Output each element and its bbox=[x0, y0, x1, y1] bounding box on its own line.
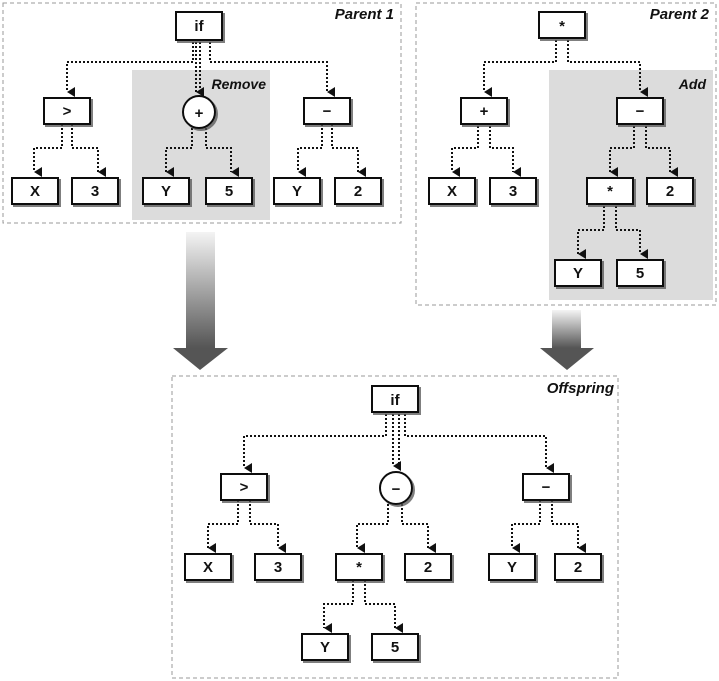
offspring-node-two2: 2 bbox=[554, 553, 602, 581]
parent1-node-minus-label: − bbox=[323, 103, 332, 120]
parent2-node-two-label: 2 bbox=[666, 183, 674, 200]
parent2-node-x-label: X bbox=[447, 183, 457, 200]
offspring-node-two: 2 bbox=[404, 553, 452, 581]
parent1-node-y2: Y bbox=[273, 177, 321, 205]
parent1-node-three-label: 3 bbox=[91, 183, 99, 200]
parent2-node-mult: * bbox=[586, 177, 634, 205]
offspring-title: Offspring bbox=[547, 380, 614, 397]
offspring-node-two-label: 2 bbox=[424, 559, 432, 576]
offspring-node-mult-label: * bbox=[356, 559, 362, 576]
parent2-node-two: 2 bbox=[646, 177, 694, 205]
offspring-node-gt-label: > bbox=[240, 479, 249, 496]
offspring-node-two2-label: 2 bbox=[574, 559, 582, 576]
parent2-node-three: 3 bbox=[489, 177, 537, 205]
parent1-title: Parent 1 bbox=[335, 6, 394, 23]
parent1-node-minus: − bbox=[303, 97, 351, 125]
parent2-title: Parent 2 bbox=[650, 6, 710, 23]
parent1-panel: Parent 1 Remove if bbox=[2, 2, 402, 224]
parent2-node-three-label: 3 bbox=[509, 183, 517, 200]
parent2-panel: Parent 2 Add * + X bbox=[415, 2, 717, 306]
parent1-node-plus: + bbox=[182, 95, 216, 129]
offspring-node-three: 3 bbox=[254, 553, 302, 581]
parent1-node-two-label: 2 bbox=[354, 183, 362, 200]
parent2-node-mult-label: * bbox=[607, 183, 613, 200]
parent1-node-x-label: X bbox=[30, 183, 40, 200]
parent1-node-y: Y bbox=[142, 177, 190, 205]
offspring-node-mult: * bbox=[335, 553, 383, 581]
parent2-node-five: 5 bbox=[616, 259, 664, 287]
parent1-node-root: if bbox=[175, 11, 223, 41]
parent2-node-y-label: Y bbox=[573, 265, 583, 282]
offspring-node-minus-right-label: − bbox=[542, 479, 551, 496]
parent2-edges bbox=[451, 40, 678, 259]
parent1-node-x: X bbox=[11, 177, 59, 205]
parent1-border bbox=[2, 2, 402, 224]
parent1-node-two: 2 bbox=[334, 177, 382, 205]
parent2-node-y: Y bbox=[554, 259, 602, 287]
offspring-node-x-label: X bbox=[203, 559, 213, 576]
parent1-node-y2-label: Y bbox=[292, 183, 302, 200]
parent1-node-three: 3 bbox=[71, 177, 119, 205]
offspring-node-minus-right: − bbox=[522, 473, 570, 501]
offspring-node-five-label: 5 bbox=[391, 639, 399, 656]
offspring-node-root-label: if bbox=[390, 392, 400, 409]
offspring-node-minus-mid-label: − bbox=[392, 481, 401, 498]
parent1-node-gt-label: > bbox=[63, 103, 72, 120]
parent1-node-five-label: 5 bbox=[225, 183, 233, 200]
parent1-node-plus-label: + bbox=[195, 105, 204, 122]
offspring-node-gt: > bbox=[220, 473, 268, 501]
parent2-node-root: * bbox=[538, 11, 586, 39]
parent2-node-minus-label: − bbox=[636, 103, 645, 120]
offspring-node-minus-mid: − bbox=[379, 471, 413, 505]
parent1-node-five: 5 bbox=[205, 177, 253, 205]
offspring-node-five: 5 bbox=[371, 633, 419, 661]
remove-label: Remove bbox=[212, 76, 267, 92]
offspring-panel: Offspring if > bbox=[171, 375, 619, 679]
parent1-edges bbox=[33, 42, 366, 177]
offspring-edges bbox=[207, 414, 586, 633]
offspring-node-x: X bbox=[184, 553, 232, 581]
parent2-node-minus: − bbox=[616, 97, 664, 125]
parent2-node-five-label: 5 bbox=[636, 265, 644, 282]
parent2-node-x: X bbox=[428, 177, 476, 205]
offspring-node-y2: Y bbox=[488, 553, 536, 581]
parent2-node-plus-label: + bbox=[480, 103, 489, 120]
parent1-node-gt: > bbox=[43, 97, 91, 125]
parent1-node-y-label: Y bbox=[161, 183, 171, 200]
add-label: Add bbox=[678, 76, 707, 92]
parent2-node-plus: + bbox=[460, 97, 508, 125]
offspring-node-root: if bbox=[371, 385, 419, 413]
offspring-node-y: Y bbox=[301, 633, 349, 661]
offspring-border bbox=[171, 375, 619, 679]
parent1-to-offspring-arrow bbox=[173, 232, 228, 370]
offspring-node-three-label: 3 bbox=[274, 559, 282, 576]
parent2-border bbox=[415, 2, 717, 306]
offspring-node-y-label: Y bbox=[320, 639, 330, 656]
parent2-to-offspring-arrow bbox=[540, 310, 594, 370]
offspring-node-y2-label: Y bbox=[507, 559, 517, 576]
parent1-node-root-label: if bbox=[194, 18, 204, 35]
parent2-node-root-label: * bbox=[559, 18, 565, 35]
